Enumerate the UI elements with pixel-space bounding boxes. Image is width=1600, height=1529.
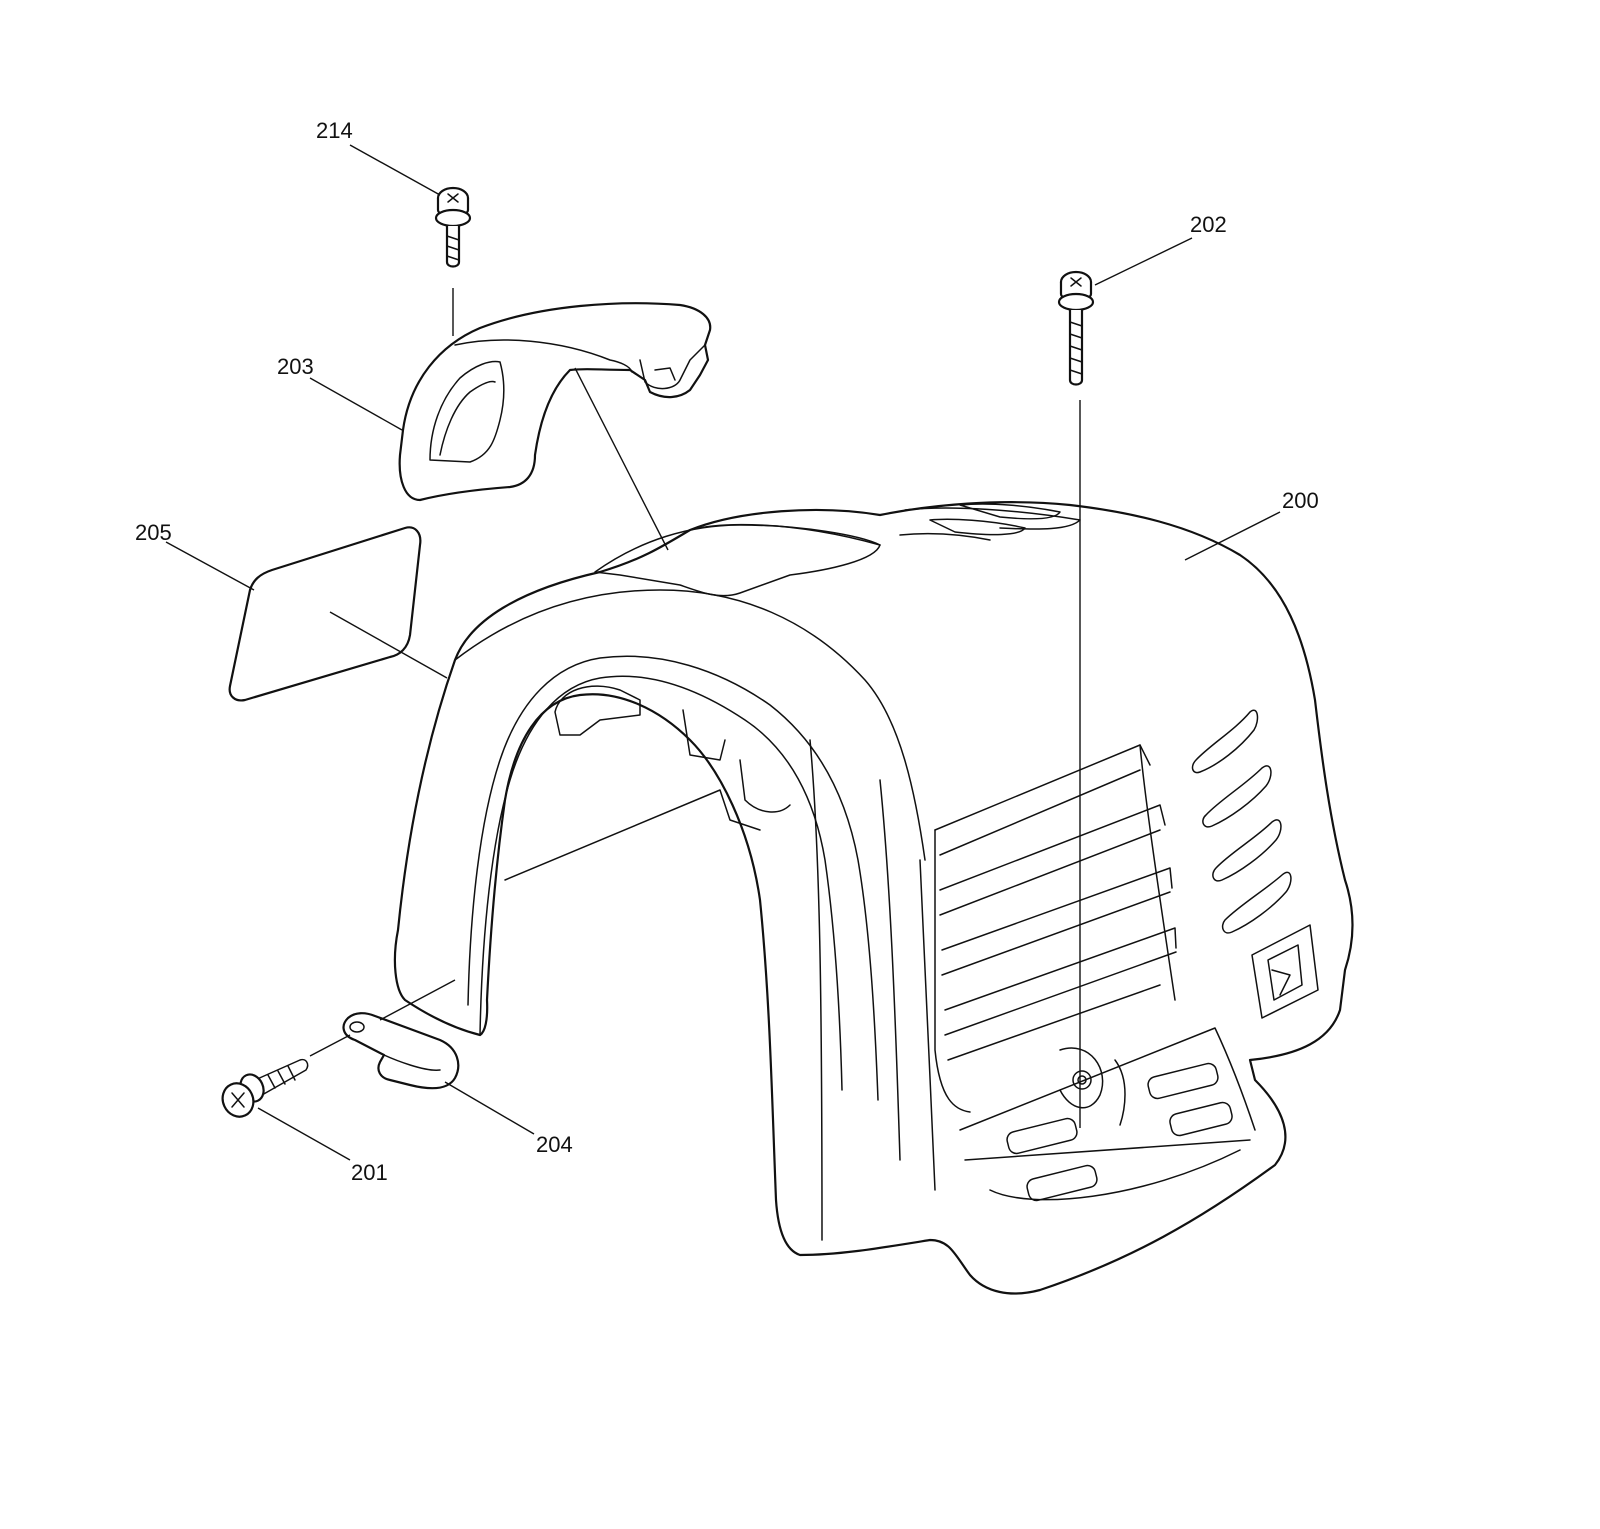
assembly-lines [309, 288, 1081, 1128]
callout-204: 204 [444, 1081, 573, 1157]
callout-200-label: 200 [1282, 488, 1319, 513]
assembly-line-203 [574, 367, 669, 551]
callout-203: 203 [277, 354, 403, 431]
callout-204-label: 204 [536, 1132, 573, 1157]
callout-202-label: 202 [1190, 212, 1227, 237]
callout-201: 201 [257, 1107, 388, 1185]
part-202-screw [1057, 270, 1095, 386]
callout-202: 202 [1094, 212, 1227, 286]
part-203-cover-plate [398, 302, 712, 502]
part-204-clamp [342, 1012, 460, 1090]
callout-214: 214 [316, 118, 441, 196]
callout-200: 200 [1184, 488, 1319, 561]
callout-214-label: 214 [316, 118, 353, 143]
part-201-screw [221, 1058, 309, 1118]
callout-201-label: 201 [351, 1160, 388, 1185]
assembly-line-201 [309, 1034, 351, 1057]
callouts: 214 202 203 205 200 204 201 [135, 118, 1319, 1185]
assembly-line-205 [329, 611, 448, 679]
assembly-line-204 [379, 979, 456, 1021]
callout-205-label: 205 [135, 520, 172, 545]
part-214-screw [434, 186, 472, 268]
callout-205: 205 [135, 520, 255, 591]
part-205-label [228, 526, 422, 702]
callout-203-label: 203 [277, 354, 314, 379]
part-200-engine-cover [393, 501, 1354, 1295]
